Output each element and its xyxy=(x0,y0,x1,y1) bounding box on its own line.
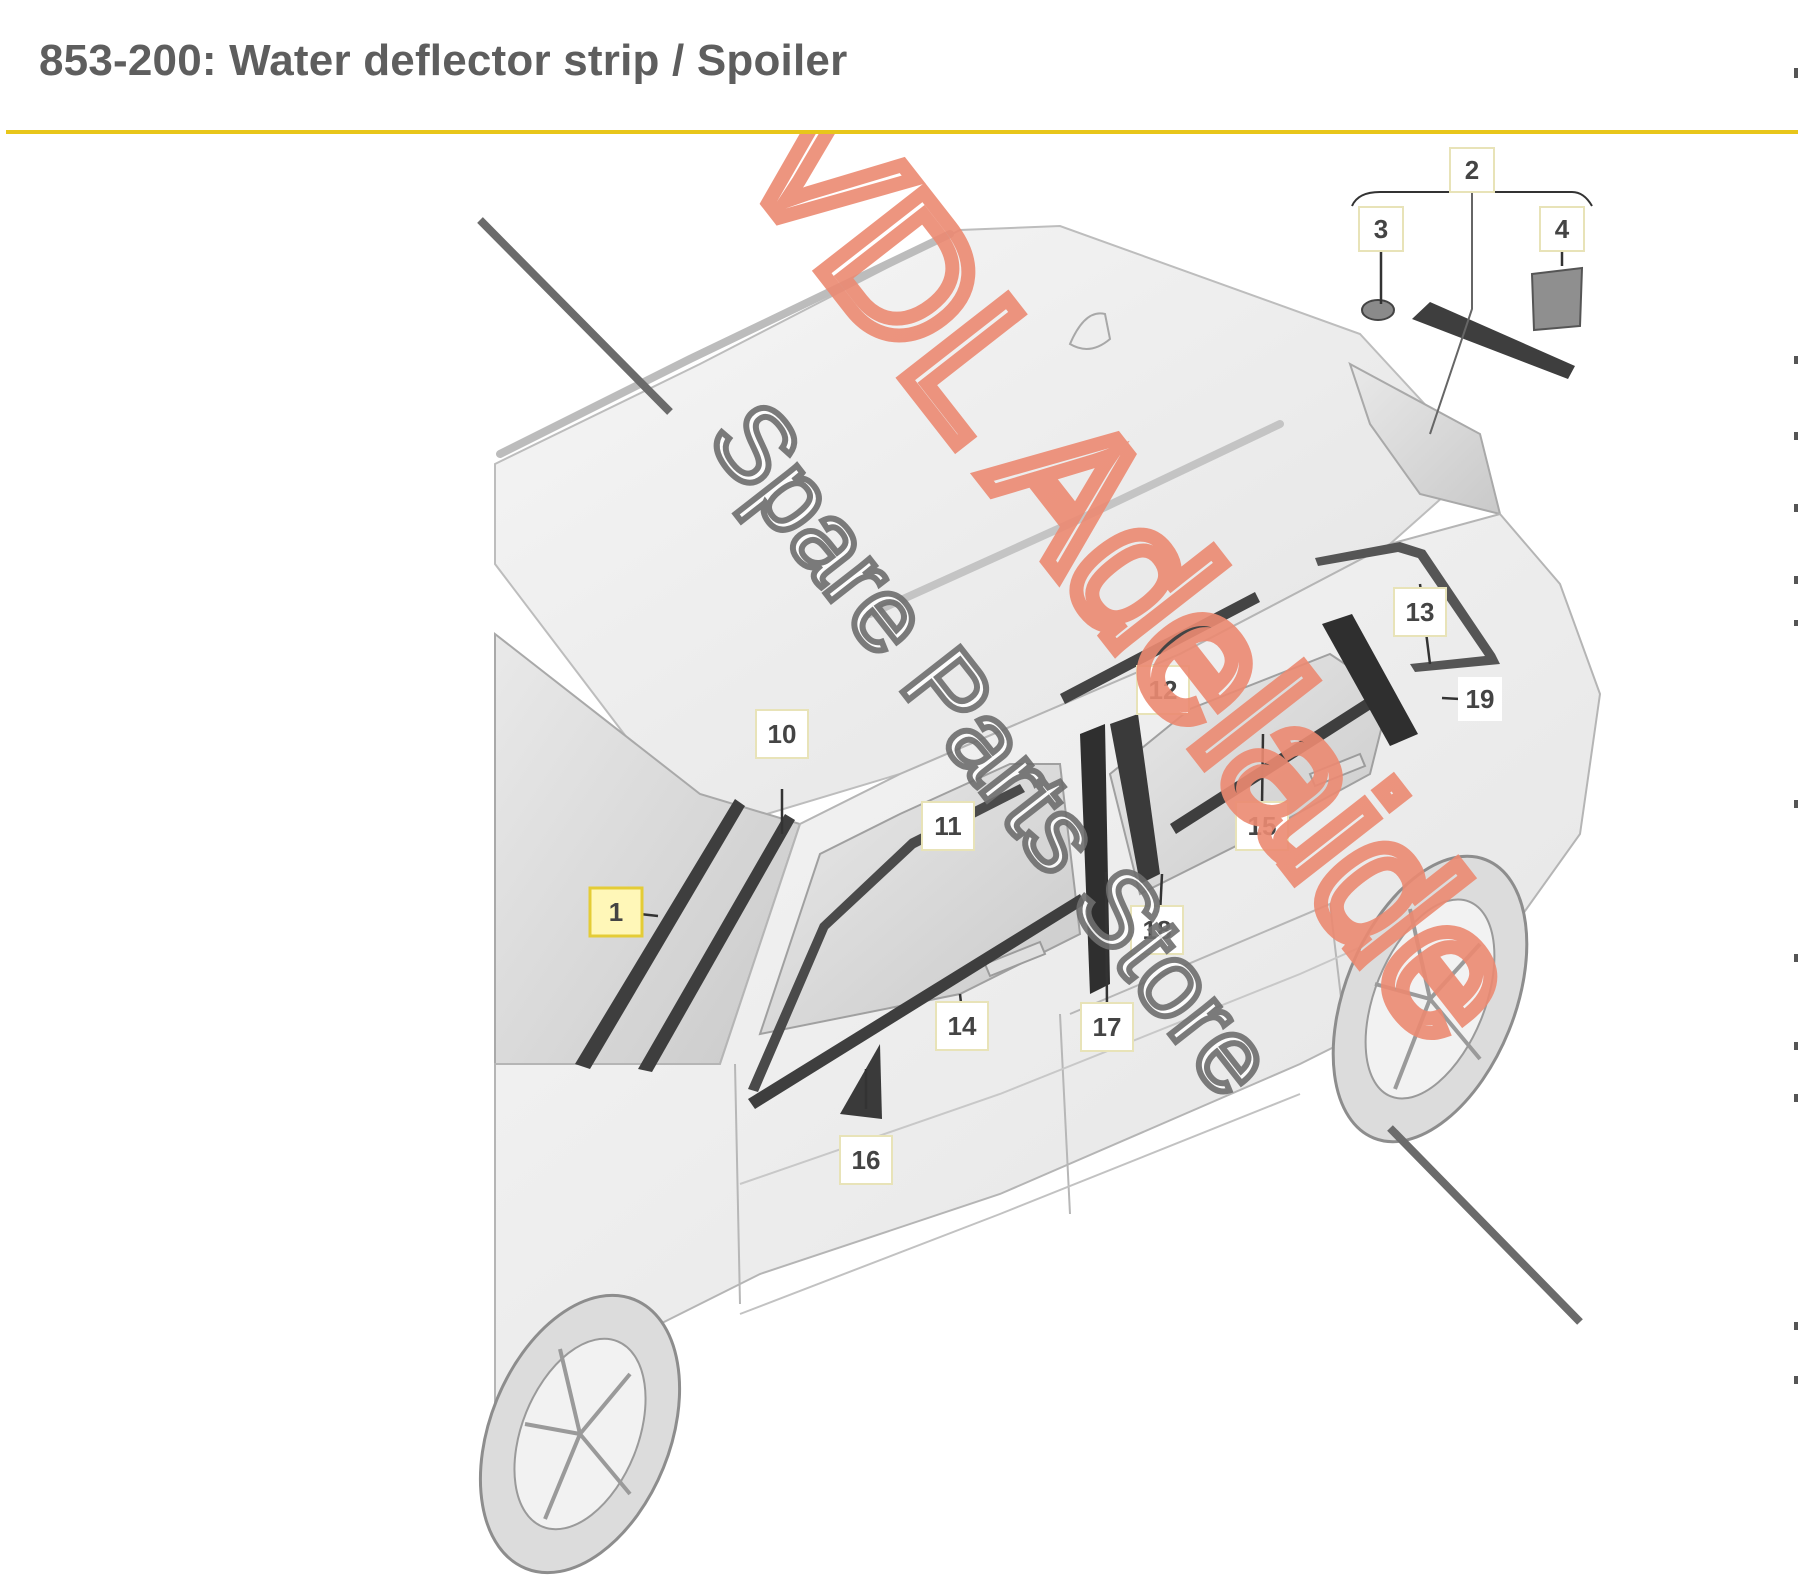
part-18-b-pillar-rear xyxy=(1110,714,1160,884)
roof-rail-left xyxy=(496,230,954,458)
diagonal-guide-top xyxy=(477,217,673,415)
callout-label: 4 xyxy=(1555,214,1570,244)
part-14-front-belt-molding xyxy=(748,894,1085,1109)
page-title: 853-200: Water deflector strip / Spoiler xyxy=(39,36,848,85)
part-10-a-pillar-strip xyxy=(638,814,795,1072)
diagonal-guide-bottom xyxy=(1387,1125,1583,1325)
roof-antenna xyxy=(1068,312,1112,350)
front-door-handle xyxy=(983,940,1047,978)
callout-label: 2 xyxy=(1465,155,1479,185)
callout-12[interactable]: 12 xyxy=(1136,665,1190,715)
part-1-windscreen-strip xyxy=(575,799,745,1069)
front-door-outline xyxy=(734,1013,1071,1305)
callout-label: 17 xyxy=(1093,1012,1122,1042)
vehicle-illustration: 1 2 3 4 10 11 12 13 14 15 16 17 xyxy=(477,49,1602,1575)
callout-16[interactable]: 16 xyxy=(839,1135,893,1185)
callout-10[interactable]: 10 xyxy=(755,709,809,759)
page-header: 853-200: Water deflector strip / Spoiler xyxy=(6,0,1798,134)
part-3-clip xyxy=(1361,299,1395,321)
part-17-b-pillar-front xyxy=(1080,724,1110,994)
callout-label: 18 xyxy=(1143,915,1172,945)
rear-door-handle xyxy=(1308,752,1367,788)
part-15-rear-belt-molding xyxy=(1170,696,1376,834)
roof-rail-right xyxy=(866,420,1284,618)
callout-label: 19 xyxy=(1466,684,1495,714)
callout-label: 1 xyxy=(609,897,623,927)
part-2-spoiler-bracket xyxy=(1412,302,1575,379)
callout-3[interactable]: 3 xyxy=(1358,206,1404,252)
callout-label: 16 xyxy=(852,1145,881,1175)
part-16-front-triangle xyxy=(840,1044,882,1119)
part-4-pad xyxy=(1530,266,1584,332)
rear-wheel xyxy=(1331,854,1529,1144)
callout-label: 10 xyxy=(768,719,797,749)
callout-label: 13 xyxy=(1406,597,1435,627)
callout-2[interactable]: 2 xyxy=(1449,147,1495,193)
callout-label: 14 xyxy=(948,1011,977,1041)
callout-17[interactable]: 17 xyxy=(1080,1002,1134,1052)
callout-4[interactable]: 4 xyxy=(1539,206,1585,252)
callout-13[interactable]: 13 xyxy=(1393,587,1447,637)
part-13-rear-window-trim xyxy=(1315,542,1500,672)
callout-18[interactable]: 18 xyxy=(1130,905,1184,955)
callout-label: 12 xyxy=(1149,675,1178,705)
callout-label: 15 xyxy=(1248,811,1277,841)
callout-label: 11 xyxy=(934,811,962,841)
part-19-c-pillar-trim xyxy=(1322,614,1418,746)
callout-14[interactable]: 14 xyxy=(935,1001,989,1051)
callout-leader-2 xyxy=(1429,192,1473,435)
body-sill-line xyxy=(739,1093,1301,1315)
parts-diagram: 1 2 3 4 10 11 12 13 14 15 16 17 xyxy=(0,49,1800,1587)
rear-window xyxy=(1348,361,1502,516)
callout-19[interactable]: 19 xyxy=(1458,677,1502,721)
front-wheel xyxy=(478,1293,682,1575)
callout-15[interactable]: 15 xyxy=(1235,801,1289,851)
callout-label: 3 xyxy=(1374,214,1388,244)
callout-1[interactable]: 1 xyxy=(588,886,644,938)
callout-11[interactable]: 11 xyxy=(921,801,975,851)
part-12-rear-roof-strip xyxy=(1060,592,1260,704)
